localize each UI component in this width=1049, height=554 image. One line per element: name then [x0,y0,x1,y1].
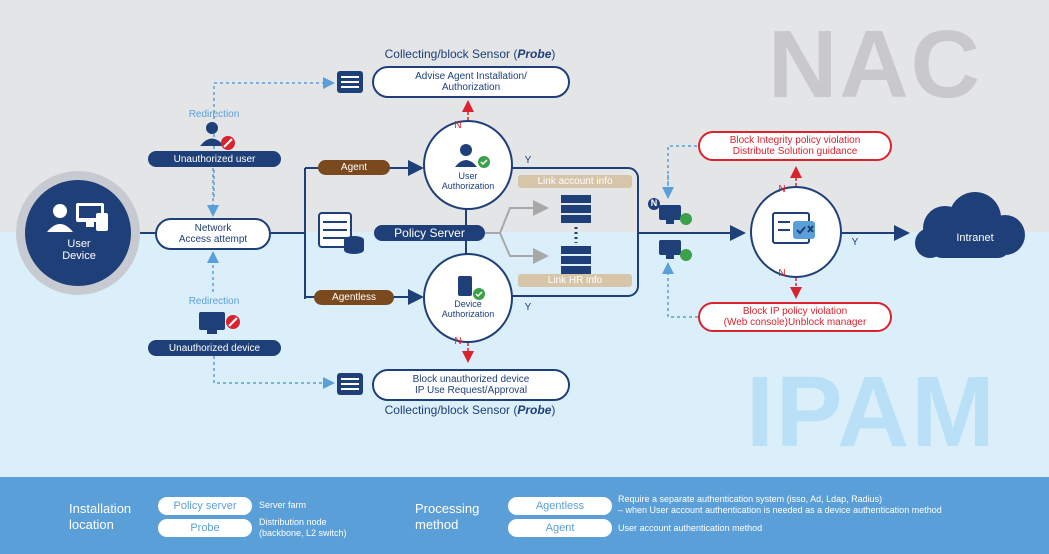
user-device-label: User Device [48,238,110,262]
user-device-icon [47,203,108,232]
nac-background [0,0,1049,232]
ipam-watermark: IPAM [746,356,997,468]
sensor-top-title-end: ) [551,47,556,61]
install-head-line2: location [69,516,114,532]
n-label-right-bottom: N [778,268,786,279]
nac-watermark: NAC [768,11,982,118]
device-auth-line1: Device [454,299,482,309]
sensor-bottom-line1: Block unauthorized device [412,373,530,385]
agentless-desc-line1: Require a separate authentication system… [618,494,883,504]
block-integrity-line1: Block Integrity policy violation [729,134,861,146]
policy-server-icon [318,212,364,254]
hr-server-icon [561,246,591,274]
unauthorized-user-icon [200,122,235,150]
network-access-line2: Access attempt [178,234,248,245]
sensor-bottom-title-text: Collecting/block Sensor ( [384,403,518,417]
unauthorized-device-tag: Unauthorized device [148,340,281,356]
agent-desc: User account authentication method [618,523,763,533]
install-head-line1: Installation [69,501,132,516]
footer-background [0,477,1049,554]
user-authorization-icon [455,144,490,168]
unauthorized-device-icon [199,312,240,334]
agentless-tag: Agentless [314,290,394,305]
sensor-top-box: Advise Agent Installation/Authorization [372,66,570,98]
sensor-top-title-text: Collecting/block Sensor ( [384,47,518,61]
y-monitor-icon [659,240,692,261]
unauthorized-user-tag: Unauthorized user [148,151,281,167]
sensor-top-line1: Advise Agent Installation/ [415,70,527,82]
sensor-bottom-icon [337,373,363,395]
redirection-bottom-label: Redirection [188,296,240,307]
proc-head-line1: Processing [415,501,480,516]
n-label-right-top: N [778,184,786,195]
y-label-bottom: Y [524,302,532,313]
link-hr-tag: Link HR info [518,274,632,287]
device-auth-line2: Authorization [441,308,495,319]
proc-head-line2: method [415,516,459,532]
intranet-label: Intranet [956,232,994,244]
sensor-bottom-line2: IP Use Request/Approval [414,385,528,396]
sensor-top-title: Collecting/block Sensor (Probe) [350,47,590,61]
sensor-bottom-title-em: Probe [517,403,552,417]
link-account-tag: Link account info [518,175,632,188]
user-device-line2: Device [62,250,96,263]
user-device-line1: User [67,238,91,250]
block-ip-line2: (Web console)Unblock manager [723,317,867,328]
y-label-top: Y [524,155,532,166]
sensor-top-line2: Authorization [441,82,501,93]
user-auth-line1: User [458,171,478,181]
device-authorization-icon [458,276,485,300]
policy-server-desc: Server farm [259,500,307,510]
network-access-line1: Network [194,222,232,234]
policy-server-pill: Policy server [158,497,252,515]
agent-tag: Agent [318,160,390,175]
intranet-cloud [915,192,1025,258]
probe-desc-line2: (backbone, L2 switch) [259,527,347,538]
policy-check-icon [772,212,815,244]
redirection-top-label: Redirection [188,109,240,120]
agentless-pill: Agentless [508,497,612,515]
sensor-bottom-title: Collecting/block Sensor (Probe) [350,403,590,417]
user-device-circle [25,180,131,286]
y-label-right: Y [851,237,859,248]
sensor-bottom-title-end: ) [551,403,556,417]
device-authorization-circle [423,253,513,343]
probe-pill: Probe [158,519,252,537]
sensor-top-title-em: Probe [517,47,552,61]
n-label-bottom: N [454,336,462,347]
n-monitor-badge: N [650,198,658,208]
policy-server-tag: Policy Server [374,225,485,241]
probe-desc-line1: Distribution node [259,517,327,527]
probe-desc: Distribution node(backbone, L2 switch) [259,517,347,539]
user-auth-line2: Authorization [441,180,495,191]
n-label-top: N [454,120,462,131]
block-integrity-line2: Distribute Solution guidance [732,146,858,157]
block-ip-line1: Block IP policy violation [742,305,848,317]
block-ip-box: Block IP policy violation(Web console)Un… [698,302,892,332]
agentless-desc-line2: – when User account authentication is ne… [618,504,942,515]
n-monitor-icon [648,198,692,225]
account-server-icon [561,195,591,223]
agentless-desc: Require a separate authentication system… [618,494,942,516]
agent-pill: Agent [508,519,612,537]
sensor-top-icon [337,71,363,93]
